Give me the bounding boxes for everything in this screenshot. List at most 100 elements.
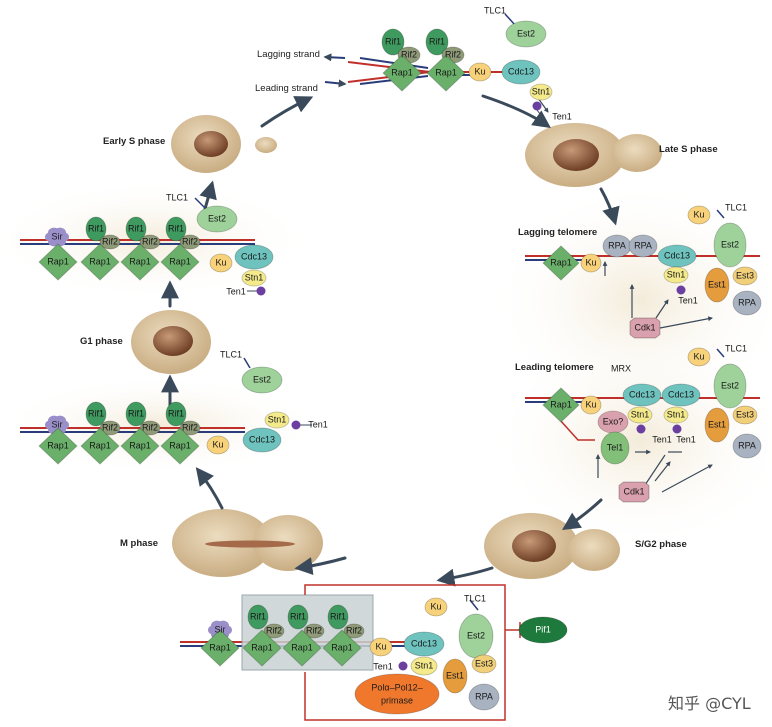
cell-g1 xyxy=(131,310,211,374)
stn1-protein-59 xyxy=(663,406,689,424)
rap1-protein-77 xyxy=(242,629,282,667)
rif2-protein-14 xyxy=(139,234,161,250)
rap1-protein-4 xyxy=(382,54,422,92)
exo-protein-62 xyxy=(597,410,629,434)
sir-lobe xyxy=(54,227,66,238)
phase-label-early-s: Early S phase xyxy=(103,136,166,147)
glow-left-lower xyxy=(0,375,320,475)
est2-protein-85 xyxy=(458,613,494,659)
rif1-protein-26 xyxy=(85,401,107,427)
cell-late-s xyxy=(525,123,662,187)
pol-protein-90 xyxy=(354,673,440,715)
ku-protein-48 xyxy=(687,205,711,225)
cdk1-protein-53 xyxy=(629,317,661,339)
ten1-dot-61 xyxy=(672,424,682,434)
ten1-dot-24 xyxy=(256,286,266,296)
rif2-protein-73 xyxy=(303,623,325,639)
ten1-dot-60 xyxy=(636,424,646,434)
rif1-protein-70 xyxy=(247,604,269,630)
ku-protein-36 xyxy=(206,435,230,455)
rif1-protein-28 xyxy=(125,401,147,427)
rap1-protein-78 xyxy=(282,629,322,667)
stn1-protein-82 xyxy=(410,656,438,676)
est2-protein-40 xyxy=(241,366,283,394)
ten1-dot-39 xyxy=(291,420,301,430)
rpa-protein-52 xyxy=(732,290,762,316)
rap1-protein-18 xyxy=(80,243,120,281)
est3-protein-50 xyxy=(732,266,758,286)
phase-label-m: M phase xyxy=(120,538,159,549)
leading-telomere-label: Leading telomere xyxy=(515,362,594,373)
cell-s-g2 xyxy=(484,513,620,579)
stn1-protein-58 xyxy=(627,406,653,424)
ku-protein-6 xyxy=(468,62,492,82)
rif1-protein-72 xyxy=(287,604,309,630)
rif2-protein-12 xyxy=(99,234,121,250)
ten1-dot-83 xyxy=(398,661,408,671)
rif2-protein-75 xyxy=(343,623,365,639)
cdc13-protein-56 xyxy=(622,383,662,407)
cdc13-protein-45 xyxy=(657,244,697,268)
stn1-protein-37 xyxy=(264,411,290,429)
rap1-protein-17 xyxy=(38,243,78,281)
rap1-protein-41 xyxy=(542,245,580,281)
rap1-protein-20 xyxy=(160,243,200,281)
cell-m xyxy=(172,509,323,577)
rif2-protein-71 xyxy=(263,623,285,639)
rap1-protein-32 xyxy=(38,427,78,465)
cdc13-protein-22 xyxy=(234,244,274,270)
cell-early-s xyxy=(171,115,277,173)
sir-lobe xyxy=(54,415,66,426)
glow-right-lower xyxy=(490,330,772,550)
watermark: 知乎 @CYL xyxy=(668,694,751,713)
rif1-protein-0 xyxy=(381,28,405,56)
lagging-telomere-label: Lagging telomere xyxy=(518,227,598,238)
lagging-strand-label: Lagging strand xyxy=(257,49,320,60)
est2-protein-65 xyxy=(713,363,747,409)
rap1-protein-35 xyxy=(160,427,200,465)
rif1-protein-74 xyxy=(327,604,349,630)
est2-protein-49 xyxy=(713,222,747,268)
cdc13-protein-81 xyxy=(403,631,445,657)
rap1-protein-34 xyxy=(120,427,160,465)
est1-protein-87 xyxy=(442,658,468,694)
ten1-dot-47 xyxy=(676,285,686,295)
rif1-protein-1 xyxy=(425,28,449,56)
rap1-protein-19 xyxy=(120,243,160,281)
cdc13-protein-57 xyxy=(661,383,701,407)
cdc13-protein-38 xyxy=(242,427,282,453)
pif1-protein-89 xyxy=(518,616,568,644)
rpa-protein-44 xyxy=(628,234,658,258)
cdc13-protein-7 xyxy=(501,59,541,85)
ku-protein-42 xyxy=(580,253,602,273)
rif2-protein-16 xyxy=(179,234,201,250)
rif1-protein-15 xyxy=(165,216,187,242)
phase-label-g1: G1 phase xyxy=(80,336,123,347)
est2-protein-25 xyxy=(196,205,238,233)
ku-protein-21 xyxy=(209,253,233,273)
rap1-protein-5 xyxy=(426,54,466,92)
ku-protein-55 xyxy=(580,395,602,415)
stn1-protein-46 xyxy=(663,266,689,284)
est1-protein-67 xyxy=(704,407,730,443)
rap1-protein-54 xyxy=(542,387,580,423)
est1-protein-51 xyxy=(704,267,730,303)
phase-label-s-g2: S/G2 phase xyxy=(635,539,687,550)
est3-protein-86 xyxy=(471,654,497,674)
ku-protein-80 xyxy=(369,637,393,657)
rif1-protein-11 xyxy=(85,216,107,242)
rif1-protein-13 xyxy=(125,216,147,242)
ku-protein-64 xyxy=(687,347,711,367)
rap1-protein-33 xyxy=(80,427,120,465)
signal-arrows xyxy=(537,97,713,493)
ten1-dot-9 xyxy=(532,101,542,111)
pif1-frame xyxy=(304,584,506,721)
rap1-protein-79 xyxy=(322,629,362,667)
rpa-protein-88 xyxy=(468,683,500,711)
stn1-protein-8 xyxy=(529,83,553,101)
rpa-protein-68 xyxy=(732,433,762,459)
est3-protein-66 xyxy=(732,405,758,425)
leading-strand-label: Leading strand xyxy=(255,83,318,94)
